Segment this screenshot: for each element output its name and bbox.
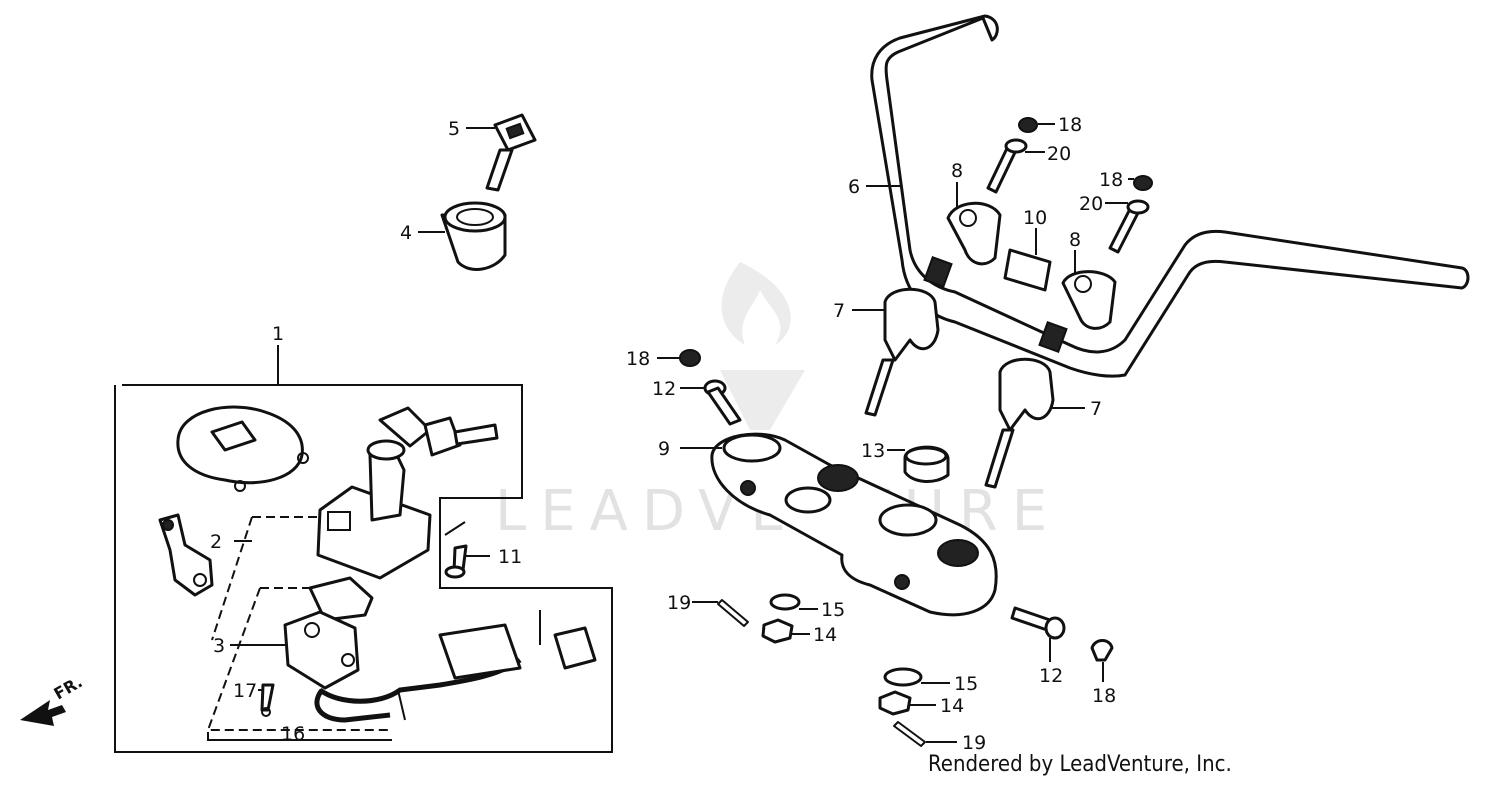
callout-14a: 14 (813, 624, 837, 646)
stem-cap-part-13[interactable] (903, 445, 950, 483)
cap-nut-part-18d[interactable] (1090, 639, 1114, 662)
washer-part-15a[interactable] (769, 593, 801, 611)
callout-18d: 18 (1092, 685, 1116, 707)
bracket-2 (211, 516, 318, 641)
callout-3: 3 (213, 635, 225, 657)
cap-nut-part-18c[interactable] (679, 349, 701, 367)
switch-cap[interactable] (176, 405, 309, 492)
key-cover-part-4[interactable] (440, 201, 507, 271)
callout-13: 13 (861, 440, 885, 462)
cap-nut-part-18b[interactable] (1133, 175, 1153, 191)
lower-holder-part-7b[interactable] (984, 357, 1055, 489)
washer-part-15b[interactable] (883, 667, 923, 687)
callout-19b: 19 (962, 732, 986, 754)
callout-6: 6 (848, 176, 860, 198)
callout-20a: 20 (1047, 143, 1071, 165)
callout-11: 11 (498, 546, 522, 568)
assembly-1-boundary (114, 384, 613, 753)
callout-18c: 18 (626, 348, 650, 370)
callout-19a: 19 (667, 592, 691, 614)
footer-credit: Rendered by LeadVenture, Inc. (928, 752, 1232, 777)
callout-16: 16 (281, 723, 305, 745)
callout-12b: 12 (1039, 665, 1063, 687)
callout-1: 1 (272, 323, 284, 345)
cap-nut-part-18a[interactable] (1018, 117, 1038, 133)
upper-holder-part-8a[interactable] (946, 201, 1002, 266)
watermark-logo-v (720, 370, 805, 430)
callout-7b: 7 (1090, 398, 1102, 420)
bolt-part-20b[interactable] (1108, 199, 1150, 254)
top-bridge-part-9[interactable] (710, 432, 998, 617)
callout-17: 17 (233, 680, 257, 702)
lock-part-3[interactable] (283, 576, 374, 690)
callout-18a: 18 (1058, 114, 1082, 136)
bolt-part-12a[interactable] (703, 379, 742, 426)
callout-7a: 7 (833, 300, 845, 322)
key-part-5[interactable] (485, 113, 537, 192)
nut-part-14b[interactable] (878, 690, 912, 716)
callout-labels: 1 2 3 4 5 6 7 7 8 8 9 10 11 12 12 13 14 … (210, 114, 1123, 754)
switch-bracket[interactable] (158, 513, 214, 597)
callout-15b: 15 (954, 673, 978, 695)
bolt-part-12b[interactable] (1010, 606, 1066, 640)
pin-part-19b[interactable] (893, 721, 926, 747)
bolt-part-20a[interactable] (986, 138, 1028, 194)
front-arrow-label: FR. (51, 672, 86, 703)
leader-11b (444, 521, 466, 536)
callout-2: 2 (210, 531, 222, 553)
lower-holder-part-7a[interactable] (864, 287, 940, 417)
pin-part-19a[interactable] (717, 599, 749, 627)
callout-10: 10 (1023, 207, 1047, 229)
bracket-16 (207, 732, 392, 741)
bracket-3 (206, 587, 392, 731)
callout-20b: 20 (1079, 193, 1103, 215)
holder-plate-part-10[interactable] (1003, 248, 1052, 292)
callout-9: 9 (658, 438, 670, 460)
callout-8a: 8 (951, 160, 963, 182)
wire-harness[interactable] (314, 610, 597, 723)
callout-8b: 8 (1069, 229, 1081, 251)
callout-12a: 12 (652, 378, 676, 400)
handlebar-part-6[interactable] (870, 14, 1470, 378)
callout-14b: 14 (940, 695, 964, 717)
screw-part-17[interactable] (260, 683, 275, 717)
callout-5: 5 (448, 118, 460, 140)
front-direction-arrow: FR. (20, 672, 86, 726)
callout-15a: 15 (821, 599, 845, 621)
upper-holder-part-8b[interactable] (1061, 270, 1117, 330)
nut-part-14a[interactable] (761, 618, 794, 644)
callout-4: 4 (400, 222, 412, 244)
callout-18b: 18 (1099, 169, 1123, 191)
ignition-switch-part-2[interactable] (316, 406, 499, 580)
watermark-logo (721, 262, 791, 345)
screw-part-11[interactable] (444, 544, 468, 579)
